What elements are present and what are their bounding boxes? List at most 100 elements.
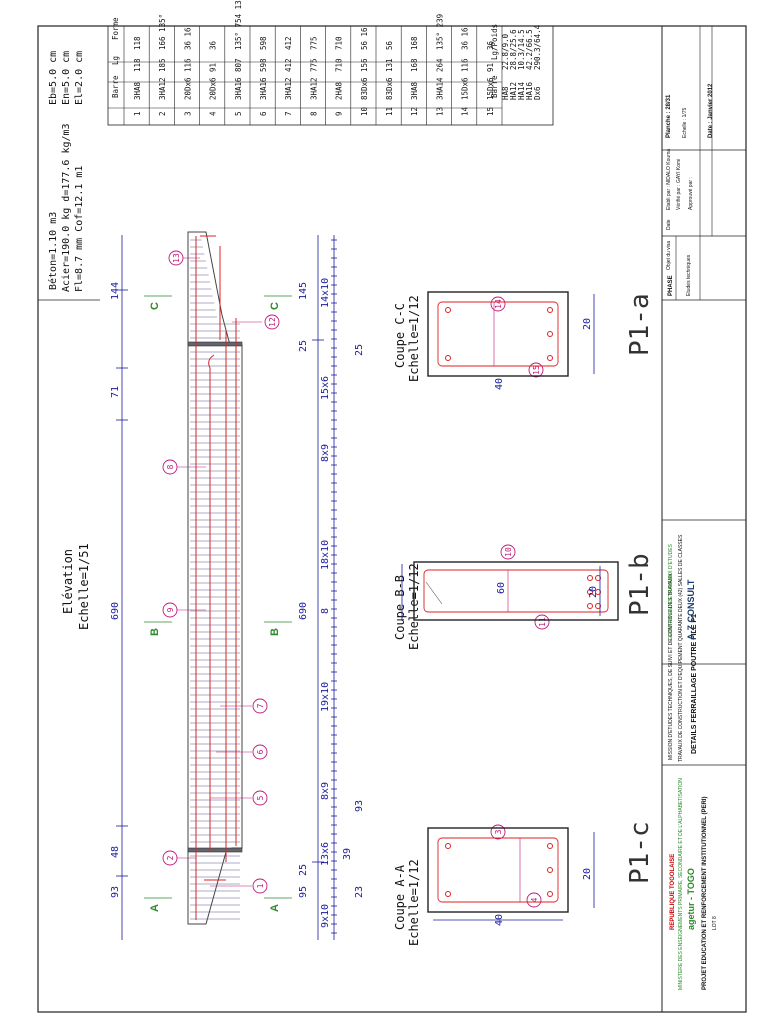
tb-phase-value: Etudes techniques <box>686 254 692 296</box>
section-c-scale: Echelle=1/12 <box>407 295 421 382</box>
schedule-cell-len: 412 <box>284 58 293 72</box>
bar-mark-label: 13 <box>172 253 181 263</box>
schedule-cell-bar: 20Dx6 <box>209 77 218 100</box>
weight-bar: Dx6 <box>533 86 542 100</box>
bar-mark-circle <box>264 314 280 330</box>
bar-mark-label: 12 <box>268 317 277 327</box>
schedule-cell-len: 775 <box>309 58 318 72</box>
small-dim-4: 25 <box>354 344 365 356</box>
schedule-cell-shape: 166 135° <box>158 14 167 50</box>
tb-phase-label: PHASE <box>668 275 674 296</box>
weight-bar: HA16 <box>525 81 534 100</box>
bot-dim-1: 95 <box>298 886 309 898</box>
cover-el: El=2.0 cm <box>74 51 85 105</box>
spacing-1: 9x10 <box>320 904 331 928</box>
section-b-width: 20 <box>588 586 599 598</box>
tb-ministry: MINISTERE DES ENSEIGNEMENTS PRIMAIRE, SE… <box>678 778 684 990</box>
elevation-scale: Echelle=1/51 <box>77 543 91 630</box>
bar-mark-label: 7 <box>256 703 265 708</box>
section-a-tag: P1-c <box>625 821 655 884</box>
schedule-cell-shape: 135° 239 <box>435 14 444 50</box>
dimension-ticks <box>331 239 337 934</box>
section-a-a: Coupe A-A Echelle=1/12 40 20 P1-c <box>393 821 655 946</box>
bar-mark-label: 1 <box>256 883 265 888</box>
bar-mark-circle <box>526 892 542 908</box>
section-a-height: 40 <box>494 914 505 926</box>
schedule-cell-len: 710 <box>335 58 344 72</box>
spacing-6: 18x10 <box>320 540 331 570</box>
tb-approved-by: Approuvé par : <box>688 177 694 210</box>
material-summary: Béton=1.10 m3 Acier=190.0 kg d=177.6 kg/… <box>47 123 85 292</box>
schedule-cell-len: 131 <box>385 58 394 72</box>
section-c-title: Coupe C-C <box>393 303 407 368</box>
bar-mark-circle <box>162 602 178 618</box>
schedule-cell-len: 116 <box>183 58 192 72</box>
top-dim-3: 690 <box>110 602 121 620</box>
weight-bar: HA8 <box>501 86 510 100</box>
section-mark-a-bottom: A <box>269 904 281 912</box>
tb-project: PROJET EDUCATION ET RENFORCEMENT INSTITU… <box>702 797 708 990</box>
tb-agency: agetur - TOGO <box>686 868 696 930</box>
bar-mark-circle <box>252 878 268 894</box>
schedule-cell-bar: 83Dx6 <box>360 77 369 100</box>
title-block: REPUBLIQUE TOGOLAISE MINISTERE DES ENSEI… <box>661 25 747 1013</box>
bar-mark-circle <box>252 698 268 714</box>
schedule-cell-bar: 2HA8 <box>335 81 344 100</box>
section-c-height: 40 <box>494 378 505 390</box>
schedule-cell-bar: 20Dx6 <box>183 77 192 100</box>
elevation-title: Elévation <box>61 549 75 614</box>
weights-header-lw: Lg/Poids <box>490 24 499 60</box>
schedule-cell-num: 10 <box>360 106 369 116</box>
schedule-cell-shape: 36 <box>209 40 218 50</box>
schedule-header-length: Lg <box>111 56 120 65</box>
schedule-cell-bar: 15Dx6 <box>486 77 495 100</box>
schedule-cell-shape: 598 <box>259 36 268 50</box>
bar-mark-label: 4 <box>530 897 539 902</box>
schedule-cell-num: 1 <box>133 111 142 116</box>
section-mark-b-bottom: B <box>269 628 281 636</box>
schedule-cell-num: 12 <box>410 107 419 116</box>
schedule-cell-num: 5 <box>234 111 243 116</box>
schedule-cell-shape: 56 16 <box>360 27 369 50</box>
tb-drawn-by: Etabli par : NIDALO Kouma <box>666 149 672 210</box>
section-b-height: 60 <box>496 582 507 594</box>
schedule-cell-bar: 3HA8 <box>410 81 419 100</box>
bar-mark-label: 6 <box>256 749 265 754</box>
bar-mark-circle <box>534 614 550 630</box>
cover-values: Eb=5.0 cm En=5.0 cm El=2.0 cm <box>48 51 85 105</box>
top-dim-1: 93 <box>110 886 121 898</box>
schedule-cell-bar: 15Dx6 <box>461 77 470 100</box>
weight-value: 42.2/66.5 <box>525 29 534 70</box>
spacing-8: 15x6 <box>320 376 331 400</box>
schedule-cell-bar: 3HA8 <box>133 81 142 100</box>
bar-mark-label: 11 <box>538 617 547 627</box>
schedule-cell-bar: 83Dx6 <box>385 77 394 100</box>
schedule-cell-len: 91 <box>486 63 495 72</box>
spacing-7: 8x9 <box>320 444 331 462</box>
bar-mark-circle <box>490 296 506 312</box>
section-c-c: Coupe C-C Echelle=1/12 40 20 P1-a <box>393 291 655 390</box>
tb-sheet: Planche : 28/31 <box>666 94 672 138</box>
bar-mark-circle <box>162 850 178 866</box>
bar-mark-circle <box>528 362 544 378</box>
tb-scale: Echelle : 1/75 <box>682 107 688 138</box>
schedule-cell-bar: 3HA12 <box>284 77 293 100</box>
schedule-cell-len: 91 <box>209 63 218 72</box>
schedule-cell-shape: 56 <box>385 40 394 50</box>
spacing-2: 13x6 <box>320 842 331 866</box>
schedule-cell-num: 9 <box>335 111 344 116</box>
bot-dim-3: 690 <box>298 602 309 620</box>
bot-dim-5: 145 <box>298 282 309 300</box>
schedule-cell-shape: 412 <box>284 36 293 50</box>
schedule-cell-shape: 775 <box>309 36 318 50</box>
bot-dim-4: 25 <box>298 340 309 352</box>
tb-date: Date : Janvier 2012 <box>708 83 714 138</box>
bar-mark-label: 3 <box>494 829 503 834</box>
bar-mark-label: 5 <box>256 795 265 800</box>
section-b-title: Coupe B-B <box>393 575 407 640</box>
schedule-cell-len: 598 <box>259 58 268 72</box>
section-a-scale: Echelle=1/12 <box>407 859 421 946</box>
